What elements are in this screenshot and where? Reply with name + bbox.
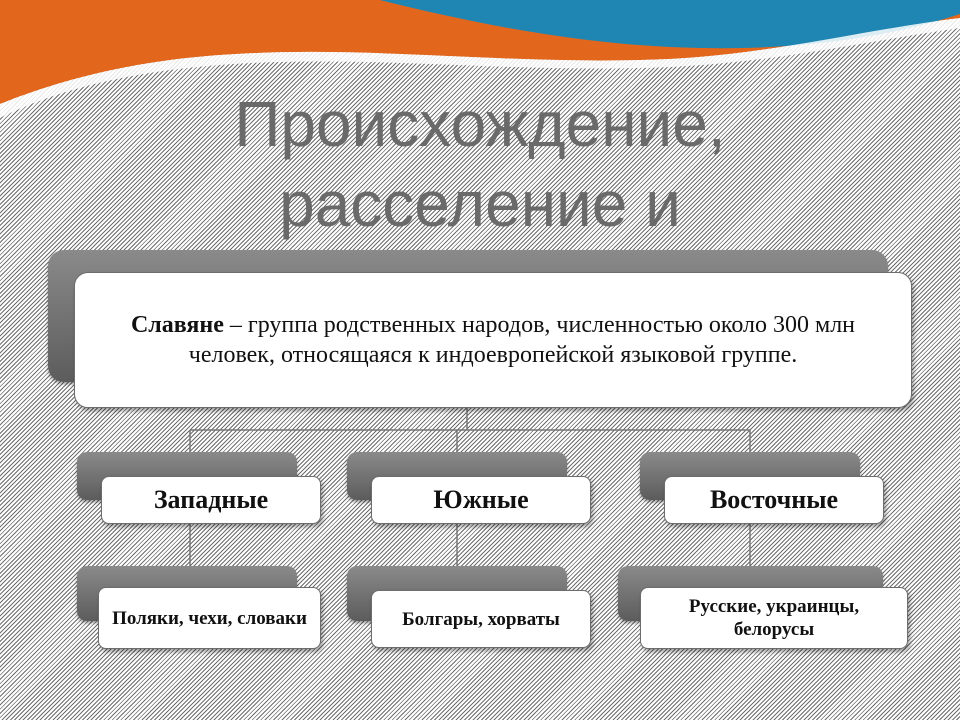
- header-wave-decoration: [0, 0, 960, 118]
- east-slavs-box: Восточные: [664, 476, 884, 524]
- slavs-definition-box: Славяне – группа родственных народов, чи…: [74, 272, 912, 408]
- slavs-definition-text: Славяне – группа родственных народов, чи…: [95, 310, 891, 370]
- slavs-term: Славяне: [130, 312, 224, 338]
- south-slavs-box: Южные: [371, 476, 591, 524]
- slavs-definition: – группа родственных народов, численност…: [188, 312, 856, 368]
- west-peoples-box: Поляки, чехи, словаки: [98, 587, 321, 649]
- slide-title-line-1: Происхождение,: [234, 88, 726, 160]
- slide-title-line-2: расселение и: [279, 168, 681, 240]
- east-peoples-box: Русские, украинцы, белорусы: [640, 587, 908, 649]
- south-peoples-box: Болгары, хорваты: [371, 590, 591, 648]
- west-slavs-box: Западные: [101, 476, 321, 524]
